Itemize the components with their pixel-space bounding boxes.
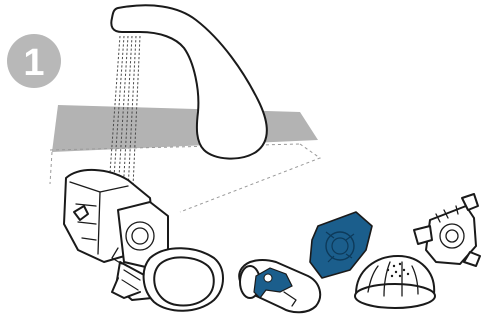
cushion-frame-icon [310, 212, 372, 278]
blue-frame-body [310, 212, 372, 278]
basin-edge-left [50, 152, 52, 184]
cushion-clip-icon [239, 260, 320, 312]
step-badge: 1 [7, 34, 61, 88]
vent-dome-icon [355, 256, 435, 308]
assembled-mask-icon [64, 170, 223, 311]
step-number: 1 [23, 42, 44, 84]
headgear-frame-icon [414, 194, 480, 266]
